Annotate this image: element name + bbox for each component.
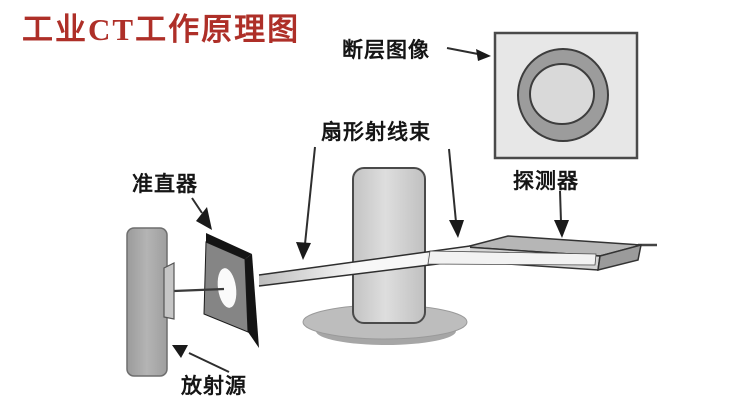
pre-collimator-ray: [173, 287, 225, 293]
collimator-plate: [203, 233, 259, 348]
fan-beam-arrow-right: [448, 148, 457, 223]
radiation-source: [126, 227, 225, 377]
detector-arrow: [559, 190, 562, 223]
tomogram-arrow: [446, 47, 479, 55]
fan-beam: [258, 245, 597, 287]
annotation-arrows: [172, 47, 569, 373]
page-title: 工业CT工作原理图: [22, 12, 301, 47]
label-radiation-source: 放射源: [181, 375, 247, 398]
source-emitter-tab: [163, 262, 175, 320]
fan-beam-arrow-left: [304, 146, 316, 245]
fan-beam-on-detector: [427, 250, 597, 266]
tomographic-image-box: [493, 31, 639, 160]
collimator-top-edge: [206, 233, 252, 259]
source-block: [126, 227, 168, 377]
collimator-arrow: [191, 197, 203, 214]
label-detector: 探测器: [513, 170, 579, 193]
test-object-cylinder: [352, 167, 426, 324]
label-collimator: 准直器: [132, 173, 198, 196]
collimator-aperture: [217, 268, 237, 308]
source-arrow: [188, 352, 230, 373]
collimator-side-edge: [245, 254, 259, 348]
label-fan-beam: 扇形射线束: [321, 121, 431, 144]
detector-right-face: [597, 243, 642, 271]
ring-inner: [529, 63, 595, 125]
label-tomographic-image: 断层图像: [342, 39, 430, 62]
fan-beam-highlight: [351, 252, 427, 275]
